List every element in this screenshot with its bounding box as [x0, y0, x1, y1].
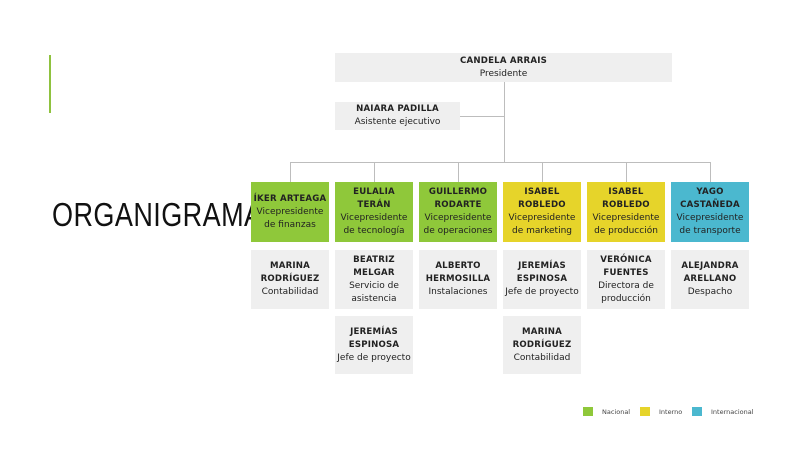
legend-label: Nacional — [602, 407, 631, 416]
staff-box: ALEJANDRA ARELLANO Despacho — [671, 250, 749, 309]
person-role: Jefe de proyecto — [337, 352, 411, 363]
legend-swatch — [692, 407, 702, 416]
vp-box: YAGO CASTAÑEDA Vicepresidente de transpo… — [671, 182, 749, 242]
staff-box: ALBERTO HERMOSILLA Instalaciones — [419, 250, 497, 309]
person-name: ALEJANDRA ARELLANO — [681, 261, 739, 284]
staff-box: MARINA RODRÍGUEZ Contabilidad — [251, 250, 329, 309]
legend-label: Interno — [659, 407, 683, 416]
legend-swatch — [583, 407, 593, 416]
person-role: Vicepresidente de marketing — [508, 213, 576, 236]
person-name: GUILLERMO RODARTE — [428, 187, 488, 210]
assistant-box: NAIARA PADILLA Asistente ejecutivo — [335, 102, 460, 130]
person-role: Contabilidad — [261, 287, 319, 297]
person-role: Vicepresidente de finanzas — [256, 206, 324, 230]
person-role: Vicepresidente de tecnología — [340, 213, 408, 236]
person-role: Asistente ejecutivo — [354, 117, 441, 127]
connector-vp-bus — [291, 162, 710, 163]
person-name: CANDELA ARRAIS — [460, 55, 547, 66]
connector-vp-4 — [542, 162, 543, 182]
legend-item-internacional: Internacional — [692, 407, 754, 416]
person-name: ÍKER ARTEAGA — [253, 193, 327, 204]
person-role: Directora de producción — [598, 280, 654, 304]
person-role: Instalaciones — [428, 287, 488, 297]
person-role: Despacho — [687, 287, 733, 297]
person-role: Jefe de proyecto — [505, 287, 579, 297]
person-name: VERÓNICA FUENTES — [600, 254, 652, 278]
person-name: JEREMÍAS ESPINOSA — [348, 326, 400, 350]
vp-box: ISABEL ROBLEDO Vicepresidente de producc… — [587, 182, 665, 242]
staff-box: JEREMÍAS ESPINOSA Jefe de proyecto — [503, 250, 581, 309]
person-name: ISABEL ROBLEDO — [518, 187, 566, 210]
person-role: Vicepresidente de transporte — [676, 213, 744, 236]
person-role: Vicepresidente de producción — [592, 213, 660, 236]
connector-assistant — [460, 116, 504, 117]
person-name: ISABEL ROBLEDO — [602, 187, 650, 210]
legend-item-interno: Interno — [640, 407, 682, 416]
connector-vp-2 — [374, 162, 375, 182]
person-name: MARINA RODRÍGUEZ — [512, 326, 572, 350]
connector-vp-1 — [290, 162, 291, 182]
person-name: EULALIA TERÁN — [353, 187, 395, 210]
connector-vp-5 — [626, 162, 627, 182]
staff-box: MARINA RODRÍGUEZ Contabilidad — [503, 316, 581, 374]
vp-box: GUILLERMO RODARTE Vicepresidente de oper… — [419, 182, 497, 242]
legend-label: Internacional — [711, 407, 754, 416]
person-role: Vicepresidente de operaciones — [423, 213, 493, 236]
person-role: Contabilidad — [513, 352, 571, 363]
vp-box: EULALIA TERÁN Vicepresidente de tecnolog… — [335, 182, 413, 242]
vp-box: ÍKER ARTEAGA Vicepresidente de finanzas — [251, 182, 329, 242]
person-name: MARINA RODRÍGUEZ — [260, 261, 320, 284]
person-name: YAGO CASTAÑEDA — [680, 187, 740, 210]
person-role: Servicio de asistencia — [349, 280, 399, 304]
connector-president-trunk — [504, 82, 505, 162]
person-name: NAIARA PADILLA — [356, 104, 439, 114]
connector-vp-3 — [458, 162, 459, 182]
person-name: ALBERTO HERMOSILLA — [425, 261, 491, 284]
person-name: JEREMÍAS ESPINOSA — [516, 261, 568, 284]
vp-box: ISABEL ROBLEDO Vicepresidente de marketi… — [503, 182, 581, 242]
person-role: Presidente — [479, 68, 528, 79]
slide-title: ORGANIGRAMA — [52, 196, 263, 233]
legend-swatch — [640, 407, 650, 416]
connector-vp-6 — [710, 162, 711, 182]
staff-box: JEREMÍAS ESPINOSA Jefe de proyecto — [335, 316, 413, 374]
accent-line — [49, 55, 51, 113]
staff-box: BEATRIZ MELGAR Servicio de asistencia — [335, 250, 413, 309]
staff-box: VERÓNICA FUENTES Directora de producción — [587, 250, 665, 309]
legend-item-nacional: Nacional — [583, 407, 630, 416]
person-name: BEATRIZ MELGAR — [353, 254, 395, 278]
president-box: CANDELA ARRAIS Presidente — [335, 53, 672, 82]
